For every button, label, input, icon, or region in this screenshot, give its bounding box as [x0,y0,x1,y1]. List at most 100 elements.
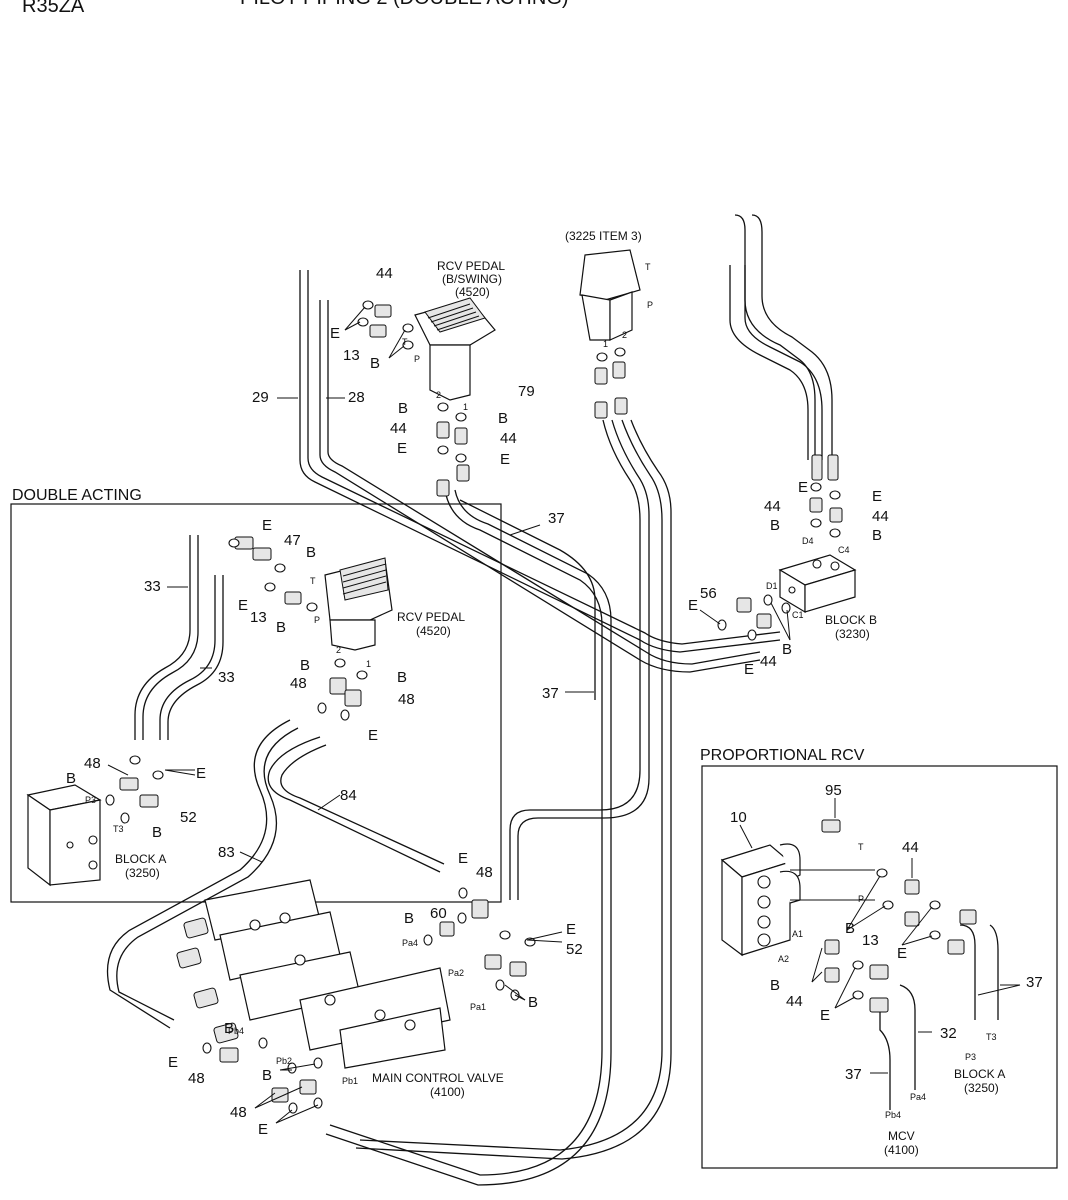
port-pb1: Pb1 [342,1076,358,1086]
callout-47: 47 [284,532,301,549]
label-e: E [368,727,378,744]
port-a1: A1 [792,929,803,939]
callout-48: 48 [476,864,493,881]
hose-group [106,214,999,1186]
page-title: PILOT PIPING 2 (DOUBLE ACTING) [240,0,569,9]
proportional-rcv-title: PROPORTIONAL RCV [700,747,865,764]
port-t: T [858,842,864,852]
label-b: B [66,770,76,787]
callout-37: 37 [845,1066,862,1083]
rcv-pedal-double-code: (4520) [416,624,451,638]
callout-56: 56 [700,585,717,602]
port-pa2: Pa2 [448,968,464,978]
block-b-label: BLOCK B [825,613,877,627]
mcv-right-label: MCV [888,1129,915,1143]
label-b: B [398,400,408,417]
label-b: B [276,619,286,636]
port-t: T [645,262,651,272]
port-a2: A2 [778,954,789,964]
o-rings [105,300,941,1114]
port-1: 1 [603,339,608,349]
port-pa1: Pa1 [470,1002,486,1012]
label-b: B [845,920,855,937]
port-1: 1 [463,402,468,412]
callout-44: 44 [902,839,919,856]
callout-84: 84 [340,787,357,804]
label-b: B [306,544,316,561]
port-p3: P3 [85,795,96,805]
port-t3: T3 [113,824,124,834]
callout-48: 48 [290,675,307,692]
fittings [119,304,977,1103]
b-e-labels: E B B B E E E E B B E B E E B E B B B E … [66,325,907,1138]
callout-44: 44 [376,265,393,282]
port-pa4: Pa4 [402,938,418,948]
callout-83: 83 [218,844,235,861]
block-a-right-code: (3250) [964,1081,999,1095]
callout-37: 37 [542,685,559,702]
label-e: E [330,325,340,342]
block-a-left [26,784,102,887]
callout-33: 33 [144,578,161,595]
label-b: B [152,824,162,841]
label-e: E [566,921,576,938]
rcv-pedal-double [324,557,393,651]
callout-79: 79 [518,383,535,400]
label-b: B [770,517,780,534]
label-e: E [798,479,808,496]
block-a-right-label: BLOCK A [954,1067,1005,1081]
leader-lines [107,306,1021,1124]
label-b: B [404,910,414,927]
label-e: E [258,1121,268,1138]
label-e: E [744,661,754,678]
mcv-label: MAIN CONTROL VALVE [372,1071,504,1085]
port-2: 2 [436,390,441,400]
callout-44: 44 [872,508,889,525]
port-p: P [647,300,653,310]
label-b: B [397,669,407,686]
label-e: E [196,765,206,782]
callout-48: 48 [230,1104,247,1121]
rcv-pedal-swing-label: RCV PEDAL [437,259,505,273]
callout-95: 95 [825,782,842,799]
port-p: P [314,615,320,625]
label-e: E [238,597,248,614]
callout-13: 13 [343,347,360,364]
block-b-code: (3230) [835,627,870,641]
double-acting-title: DOUBLE ACTING [12,487,142,504]
callout-52: 52 [180,809,197,826]
main-control-valve [176,879,451,1069]
label-e: E [872,488,882,505]
label-e: E [500,451,510,468]
valve-3225 [579,249,641,341]
callout-44: 44 [390,420,407,437]
port-p: P [858,894,864,904]
callout-60: 60 [430,905,447,922]
callout-29: 29 [252,389,269,406]
model-label: R35ZA [22,0,85,17]
label-b: B [770,977,780,994]
callout-28: 28 [348,389,365,406]
port-t: T [310,576,316,586]
label-e: E [458,850,468,867]
callout-48: 48 [398,691,415,708]
callout-13: 13 [250,609,267,626]
block-b [778,554,857,614]
callout-33: 33 [218,669,235,686]
mcv-code: (4100) [430,1085,465,1099]
label-e: E [688,597,698,614]
rcv-pedal-swing [414,297,496,401]
port-c1: C1 [792,610,804,620]
rcv-pedal-swing-code: (4520) [455,285,490,299]
block-a-left-label: BLOCK A [115,852,166,866]
label-e: E [820,1007,830,1024]
rcv-pedal-swing-sub: (B/SWING) [442,272,502,286]
port-1: 1 [366,659,371,669]
callout-37: 37 [1026,974,1043,991]
callouts: 44 13 29 28 79 44 44 37 37 44 44 56 44 4… [84,265,1043,1121]
label-b: B [872,527,882,544]
rcv-pedal-double-label: RCV PEDAL [397,610,465,624]
label-b: B [782,641,792,658]
label-b: B [528,994,538,1011]
